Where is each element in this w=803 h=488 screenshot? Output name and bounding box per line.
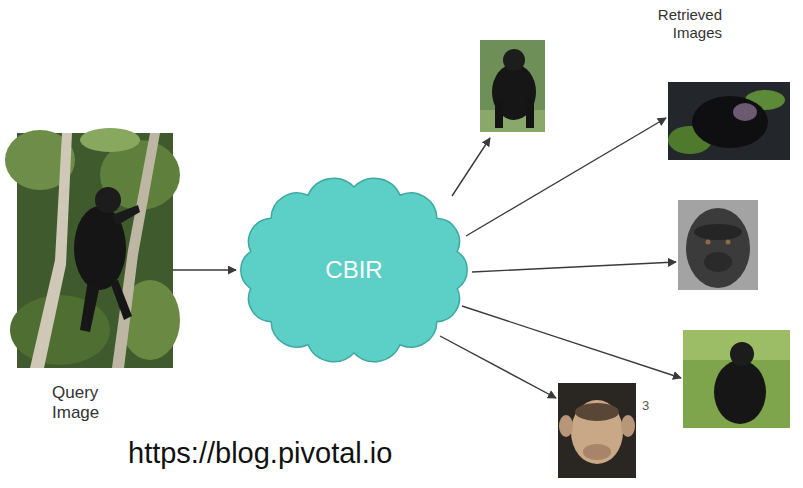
retrieved-photo (678, 200, 758, 290)
ape-head (730, 342, 754, 366)
query-image-box: Query Image (17, 133, 173, 428)
gorilla-arm (112, 205, 140, 226)
photo-ground (480, 40, 545, 132)
photo-ground (558, 383, 636, 478)
chimp-ear (559, 415, 573, 437)
result-arrow (462, 306, 681, 378)
gorilla-brow (694, 224, 742, 240)
cbir-cloud: CBIR (236, 175, 472, 365)
ape-body (692, 96, 768, 148)
flow-arrow (173, 269, 236, 270)
gorilla-head (503, 49, 525, 71)
ape-body (714, 360, 766, 424)
gorilla-nose (704, 252, 732, 272)
photo-ground (683, 330, 790, 428)
retrieved-photo (683, 330, 790, 428)
gorilla-eye (726, 240, 731, 245)
photo-ground (668, 82, 790, 160)
chimp-ear (621, 415, 635, 437)
result-arrows (440, 118, 681, 398)
column-heading: Retrieved Images (636, 6, 722, 42)
gorilla-leg (110, 280, 132, 320)
ape-face (733, 103, 757, 121)
image-caption: Query Image (52, 383, 112, 422)
result-arrow (466, 118, 666, 236)
chimp-face (571, 400, 623, 464)
gorilla-leg (80, 280, 100, 332)
system-name: CBIR (325, 256, 382, 285)
photo-ground (678, 200, 758, 290)
retrieved-photo (668, 82, 790, 160)
gorilla-head (95, 187, 121, 213)
result-arrow (472, 262, 676, 272)
gorilla-arm (495, 100, 503, 128)
source-url: https://blog.pivotal.io (128, 436, 548, 471)
query-photo (5, 128, 180, 368)
gorilla-eye (706, 240, 711, 245)
gorilla-face (686, 208, 750, 288)
retrieved-photo (480, 40, 545, 132)
cloud-shape (241, 178, 467, 361)
chimp-brow (575, 403, 619, 421)
tree-trunk (30, 133, 72, 368)
result-arrow (440, 336, 556, 398)
chimp-mouth (583, 444, 611, 460)
retrieved-photo (558, 383, 636, 478)
result-arrow (452, 138, 490, 196)
page-number: 3 (642, 398, 662, 414)
gorilla-arm (526, 100, 534, 128)
foliage (80, 128, 140, 152)
